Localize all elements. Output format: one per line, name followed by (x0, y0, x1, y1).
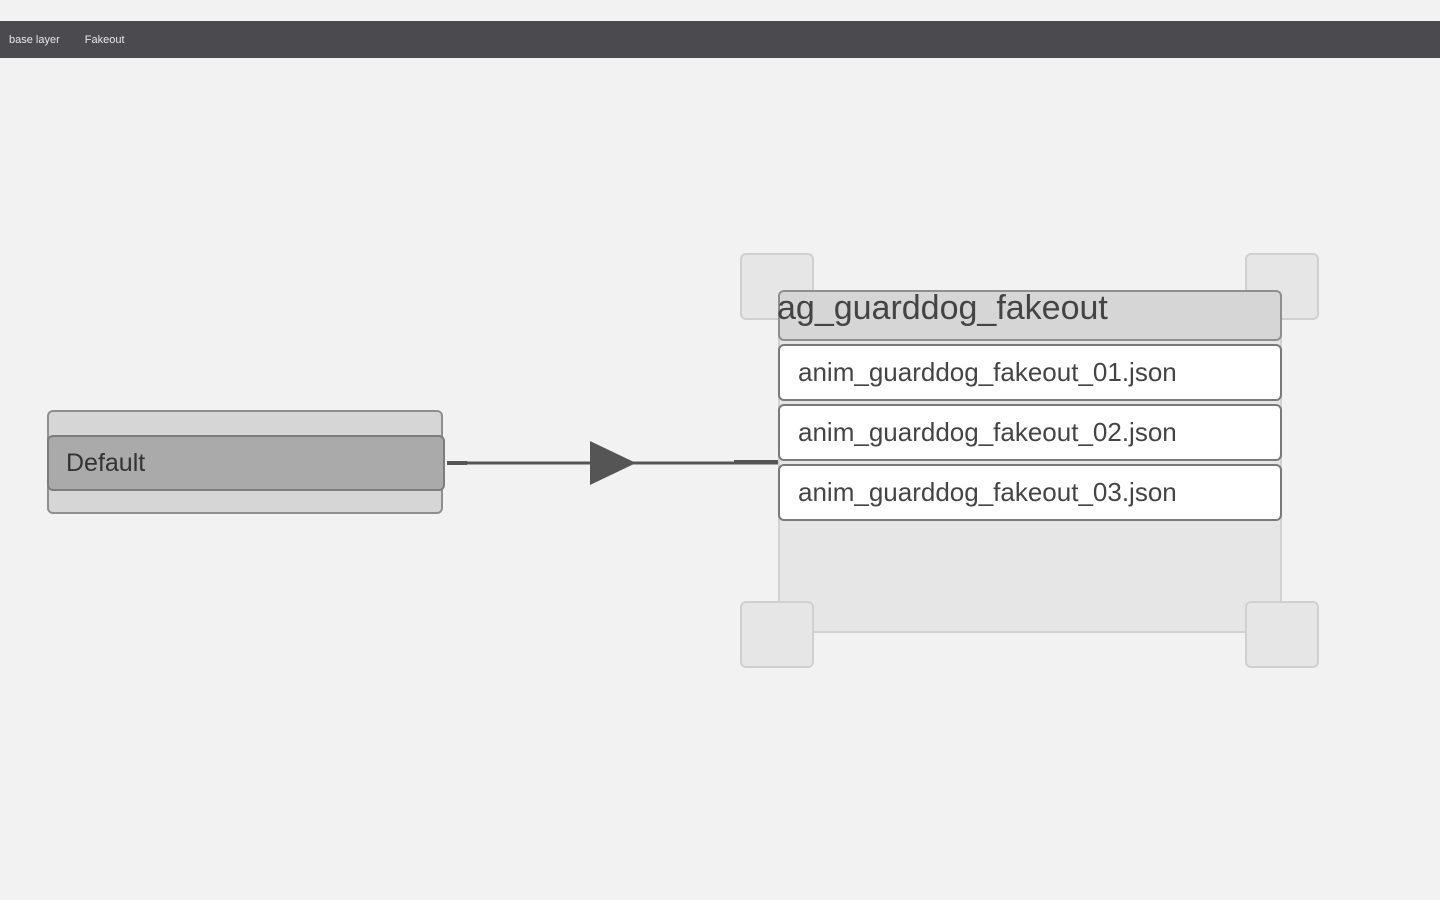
group-node-header[interactable] (778, 290, 1282, 341)
resize-handle-icon[interactable] (1245, 601, 1319, 668)
animation-list-item[interactable]: anim_guarddog_fakeout_03.json (778, 464, 1282, 521)
breadcrumb-item-fakeout[interactable]: Fakeout (84, 33, 125, 46)
animation-list-item[interactable]: anim_guarddog_fakeout_01.json (778, 344, 1282, 401)
resize-handle-icon[interactable] (740, 601, 814, 668)
animation-list-item[interactable]: anim_guarddog_fakeout_02.json (778, 404, 1282, 461)
arrow-right-icon (590, 441, 636, 485)
breadcrumb: base layer Fakeout (0, 21, 1440, 58)
default-state-label[interactable]: Default (47, 435, 445, 491)
breadcrumb-item-base-layer[interactable]: base layer (9, 33, 60, 46)
group-node-title: ag_guarddog_fakeout (777, 289, 1108, 327)
